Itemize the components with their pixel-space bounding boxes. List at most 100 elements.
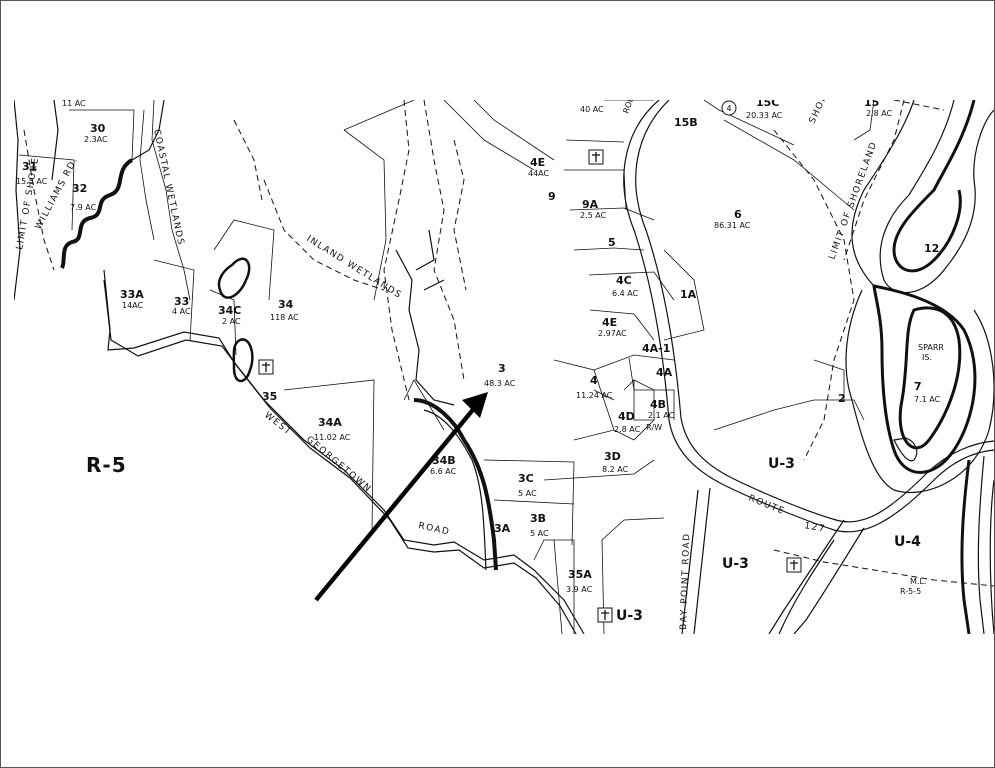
parcel-4e2-label: 4E bbox=[602, 316, 617, 329]
parcel-6-label: 6 bbox=[734, 208, 742, 221]
parcel-4e-area: 44AC bbox=[528, 169, 550, 178]
parcel-15b-label: 15B bbox=[674, 116, 698, 129]
roads bbox=[623, 99, 995, 635]
coastal-wetlands-label: COASTAL WETLANDS bbox=[151, 129, 185, 247]
parcel-7-label: 7 bbox=[914, 380, 922, 393]
parcel-3c-label: 3C bbox=[518, 472, 534, 485]
parcel-3b-label: 3B bbox=[530, 512, 546, 525]
parcel-15-label: 15 bbox=[864, 100, 879, 109]
forty-acreage: 40 AC bbox=[580, 105, 604, 114]
parcel-4-label: 4 bbox=[590, 374, 598, 387]
parcel-34-label: 34 bbox=[278, 298, 294, 311]
left-coastline bbox=[13, 99, 585, 635]
sparr-label: SPARR bbox=[918, 343, 944, 352]
shorelands-top-label: SHORE LANDS bbox=[808, 100, 852, 125]
cemetery-icon bbox=[258, 359, 274, 375]
parcel-labels: 11 AC 40 AC ROU 30 2.3AC 31 15.5 AC 32 7… bbox=[16, 95, 941, 594]
circle-marker: 4 bbox=[721, 100, 737, 116]
zone-u4-label: U-4 bbox=[894, 534, 921, 550]
parcel-4d-area: 2.8 AC bbox=[614, 425, 641, 434]
circle-marker-label: 4 bbox=[726, 104, 731, 113]
parcel-32-label: 32 bbox=[72, 182, 87, 195]
parcel-33a-label: 33A bbox=[120, 288, 144, 301]
map-drawing: 4 11 AC 40 AC ROU 30 2.3AC 31 15.5 AC 32… bbox=[13, 47, 995, 635]
top-acreage: 11 AC bbox=[62, 100, 86, 108]
parcel-30-label: 30 bbox=[90, 122, 106, 135]
cemetery-markers: 4 bbox=[258, 100, 802, 623]
parcel-4e2-area: 2.97AC bbox=[598, 329, 627, 338]
ml-zone-label: R-5-5 bbox=[900, 587, 921, 596]
bay-point-road-label: BAY POINT ROAD bbox=[679, 532, 692, 630]
parcel-31-label: 31 bbox=[22, 160, 37, 173]
pointer-arrow bbox=[314, 392, 488, 602]
parcel-3a-label: 3A bbox=[494, 522, 511, 535]
parcel-3b-area: 5 AC bbox=[530, 529, 549, 538]
island-label: IS. bbox=[922, 353, 932, 362]
cemetery-icon bbox=[597, 607, 613, 623]
parcel-12-label: 12 bbox=[924, 242, 939, 255]
parcel-34b-label: 34B bbox=[432, 454, 456, 467]
stream bbox=[395, 229, 498, 571]
parcel-4-area: 11.24 AC bbox=[576, 391, 613, 400]
parcel-31-area: 15.5 AC bbox=[16, 177, 48, 186]
cemetery-icon bbox=[786, 557, 802, 573]
tax-map: 4 11 AC 40 AC ROU 30 2.3AC 31 15.5 AC 32… bbox=[13, 47, 995, 635]
parcel-4d-label: 4D bbox=[618, 410, 635, 423]
parcel-34c-label: 34C bbox=[218, 304, 241, 317]
parcel-33-area: 4 AC bbox=[172, 307, 191, 316]
parcel-35a-area: 3.9 AC bbox=[566, 585, 593, 594]
feature-labels: COASTAL WETLANDS INLAND WETLANDS LIMIT O… bbox=[15, 47, 944, 630]
parcel-15-area: 2.8 AC bbox=[866, 109, 893, 118]
parcel-4a-label: 4A bbox=[656, 366, 673, 379]
zone-u3-label: U-3 bbox=[768, 456, 795, 472]
right-coastline bbox=[768, 99, 995, 635]
parcel-2-label: 2 bbox=[838, 392, 846, 405]
parcel-6-area: 86.31 AC bbox=[714, 221, 751, 230]
parcel-5-label: 5 bbox=[608, 236, 616, 249]
parcel-34b-area: 6.6 AC bbox=[430, 467, 457, 476]
cemetery-icon bbox=[588, 149, 604, 165]
rw-label: R/W bbox=[646, 423, 662, 432]
limit-shore-left-label: LIMIT OF SHORE bbox=[15, 156, 41, 250]
parcel-boundaries bbox=[18, 99, 875, 635]
parcel-3c-area: 5 AC bbox=[518, 489, 537, 498]
parcel-4c-area: 6.4 AC bbox=[612, 289, 639, 298]
parcel-4e-label: 4E bbox=[530, 156, 545, 169]
rou-label: ROU bbox=[621, 100, 636, 115]
parcel-34c-area: 2 AC bbox=[222, 317, 241, 326]
parcel-4b-label: 4B bbox=[650, 398, 666, 411]
zone-u3-label: U-3 bbox=[722, 556, 749, 572]
parcel-3-label: 3 bbox=[498, 362, 506, 375]
road-label: ROAD bbox=[417, 521, 451, 537]
dashed-limit-lines bbox=[23, 99, 995, 587]
limit-shoreland-right-label: LIMIT OF SHORELAND bbox=[827, 140, 879, 261]
route-number-label: 127 bbox=[803, 521, 826, 535]
zone-u3-label: U-3 bbox=[616, 608, 643, 624]
parcel-1a-label: 1A bbox=[680, 288, 697, 301]
zone-labels: R-5 U-3 U-3 U-3 U-4 bbox=[86, 453, 921, 624]
parcel-3d-label: 3D bbox=[604, 450, 621, 463]
parcel-15c-area: 20.33 AC bbox=[746, 111, 783, 120]
parcel-9-label: 9 bbox=[548, 190, 556, 203]
parcel-3d-area: 8.2 AC bbox=[602, 465, 629, 474]
parcel-34-area: 118 AC bbox=[270, 313, 299, 322]
zone-r5-label: R-5 bbox=[86, 453, 127, 477]
parcel-35-label: 35 bbox=[262, 390, 277, 403]
parcel-32-area: 7.9 AC bbox=[70, 203, 97, 212]
parcel-4c-label: 4C bbox=[616, 274, 632, 287]
ml-label: M.L. bbox=[910, 577, 926, 586]
parcel-33a-area: 14AC bbox=[122, 301, 144, 310]
parcel-34a-area: 11.02 AC bbox=[314, 433, 351, 442]
parcel-33-label: 33 bbox=[174, 295, 189, 308]
georgetown-label: GEORGETOWN bbox=[304, 435, 373, 495]
parcel-9a-area: 2.5 AC bbox=[580, 211, 607, 220]
parcel-4a1-label: 4A-1 bbox=[642, 342, 670, 355]
parcel-7-area: 7.1 AC bbox=[914, 395, 941, 404]
parcel-4b-area: 2.1 AC bbox=[648, 411, 675, 420]
inland-wetlands-label: INLAND WETLANDS bbox=[304, 234, 403, 301]
parcel-35a-label: 35A bbox=[568, 568, 592, 581]
parcel-9a-label: 9A bbox=[582, 198, 599, 211]
parcel-3-area: 48.3 AC bbox=[484, 379, 516, 388]
route-label: ROUTE bbox=[747, 494, 787, 518]
parcel-34a-label: 34A bbox=[318, 416, 342, 429]
